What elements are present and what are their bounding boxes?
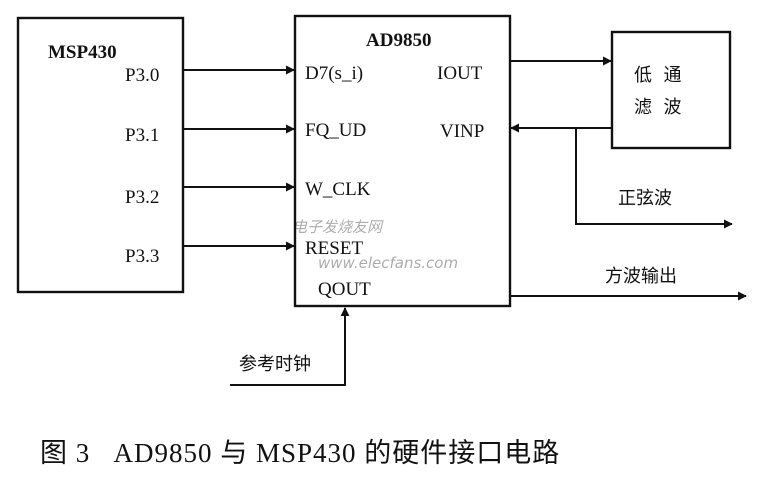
ad9850-pin-fq-ud: FQ_UD [305, 120, 366, 141]
filter-label-line1: 低 通 [634, 65, 681, 86]
ad9850-pin-w-clk: W_CLK [305, 179, 371, 200]
ad9850-pin-qout: QOUT [318, 279, 371, 300]
ad9850-pin-vinp: VINP [440, 121, 484, 142]
ad9850-pin-d7: D7(s_i) [305, 63, 363, 84]
watermark-cn: 电子发烧友网 [292, 218, 384, 236]
reference-clock-label: 参考时钟 [239, 354, 311, 375]
msp430-block [16, 16, 185, 294]
msp430-pin-p3-2: P3.2 [125, 187, 159, 208]
msp430-pin-p3-1: P3.1 [125, 125, 159, 146]
ad9850-title: AD9850 [366, 30, 431, 51]
figure-caption: 图 3 AD9850 与 MSP430 的硬件接口电路 [40, 438, 560, 468]
ad9850-pin-iout: IOUT [437, 63, 483, 84]
ad9850-pin-reset: RESET [305, 238, 363, 259]
sine-wave-label: 正弦波 [618, 188, 672, 209]
msp430-title: MSP430 [48, 42, 117, 63]
msp430-pin-p3-0: P3.0 [125, 65, 159, 86]
msp430-pin-p3-3: P3.3 [125, 246, 159, 267]
square-wave-label: 方波输出 [605, 266, 677, 287]
filter-label-line2: 滤 波 [634, 97, 681, 118]
wire-sine-output [575, 128, 733, 229]
lowpass-filter-block [610, 30, 732, 150]
watermark-url: www.elecfans.com [318, 254, 458, 272]
wire-reference-clock [230, 307, 350, 386]
ad9850-block [293, 14, 512, 308]
